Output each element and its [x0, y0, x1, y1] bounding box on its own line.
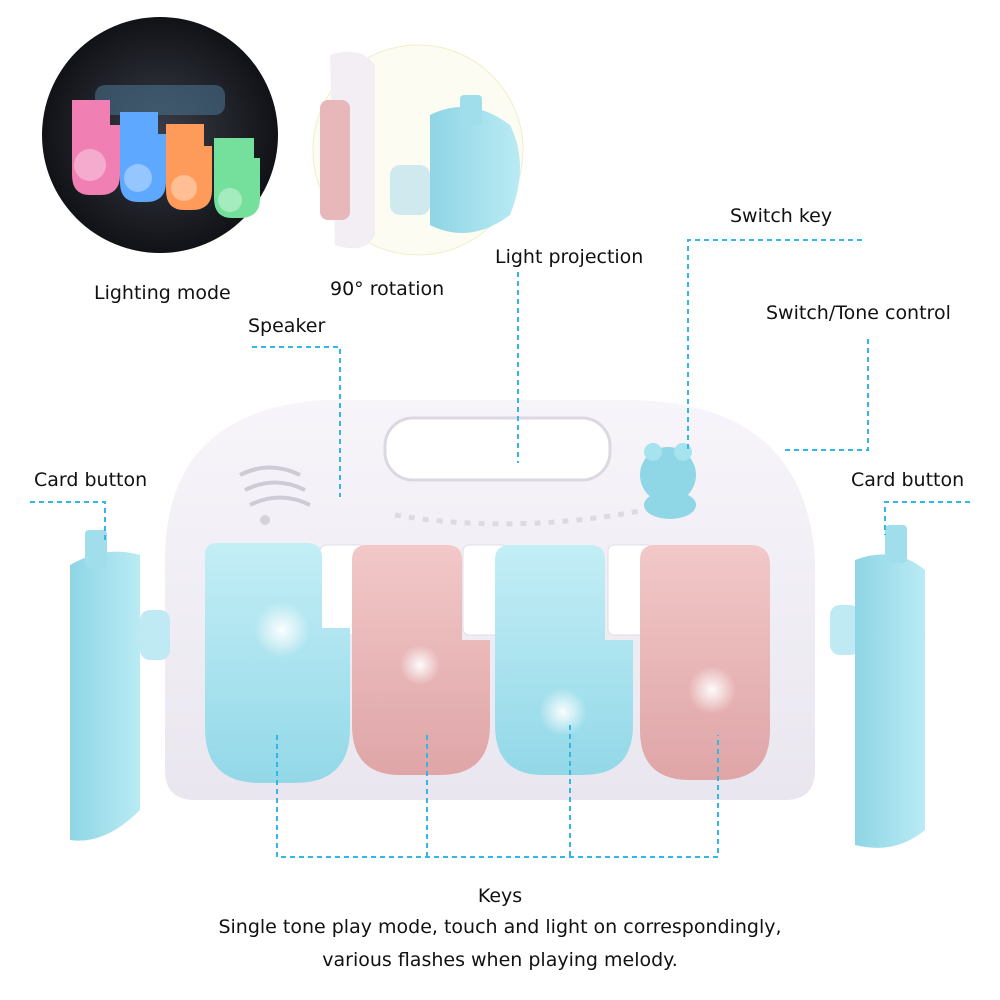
keys-caption-line1: Single tone play mode, touch and light o…: [218, 916, 782, 938]
key-1: [205, 543, 350, 783]
lighting-mode-inset: [42, 17, 278, 253]
toy-body: [165, 400, 815, 800]
switch-key-label: Switch key: [730, 205, 833, 227]
rotation-inset: [312, 44, 524, 256]
right-side-panel: [830, 525, 925, 848]
speaker-grille-icon: [239, 465, 311, 525]
piano-keys: [205, 543, 770, 783]
lighting-mode-label: Lighting mode: [94, 282, 231, 304]
switch-tone-control-label: Switch/Tone control: [766, 302, 951, 324]
rotation-label: 90° rotation: [330, 278, 445, 300]
leader-lines: [30, 239, 970, 858]
key-4: [640, 545, 770, 780]
speaker-label: Speaker: [248, 315, 326, 337]
card-button-left-label: Card button: [34, 469, 148, 491]
frog-switch-icon: [640, 443, 696, 519]
keys-caption-title: Keys: [477, 885, 523, 907]
keys-caption-line2: various flashes when playing melody.: [322, 949, 678, 971]
key-3: [495, 545, 633, 775]
card-button-right-label: Card button: [851, 469, 965, 491]
left-side-panel: [70, 530, 170, 841]
light-projection-label: Light projection: [495, 246, 644, 268]
glowing-keys-icon: [72, 100, 260, 218]
